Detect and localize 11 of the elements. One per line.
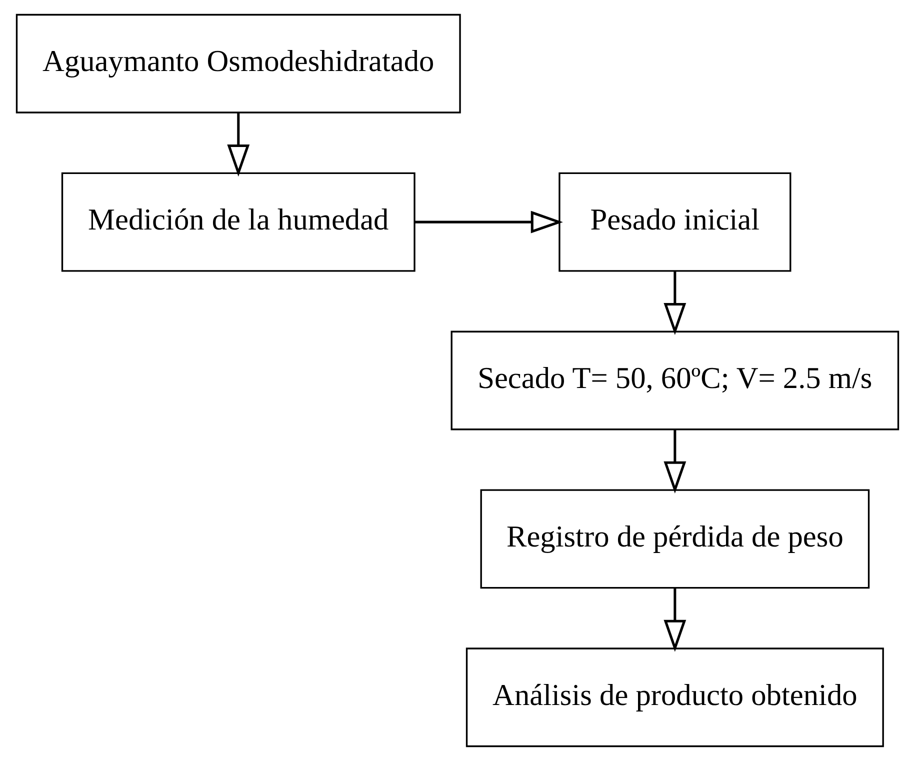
node-box: Registro de pérdida de peso xyxy=(480,489,870,589)
arrow xyxy=(663,430,686,494)
arrow xyxy=(414,210,562,234)
arrow xyxy=(663,588,686,652)
node-box: Medición de la humedad xyxy=(60,172,415,272)
arrow xyxy=(226,112,250,177)
arrow xyxy=(663,271,686,336)
node-box: Análisis de producto obtenido xyxy=(465,648,884,748)
node-box: Secado T= 50, 60ºC; V= 2.5 m/s xyxy=(450,330,899,430)
node-box: Pesado inicial xyxy=(558,172,791,272)
node-box: Aguaymanto Osmodeshidratado xyxy=(15,14,460,114)
